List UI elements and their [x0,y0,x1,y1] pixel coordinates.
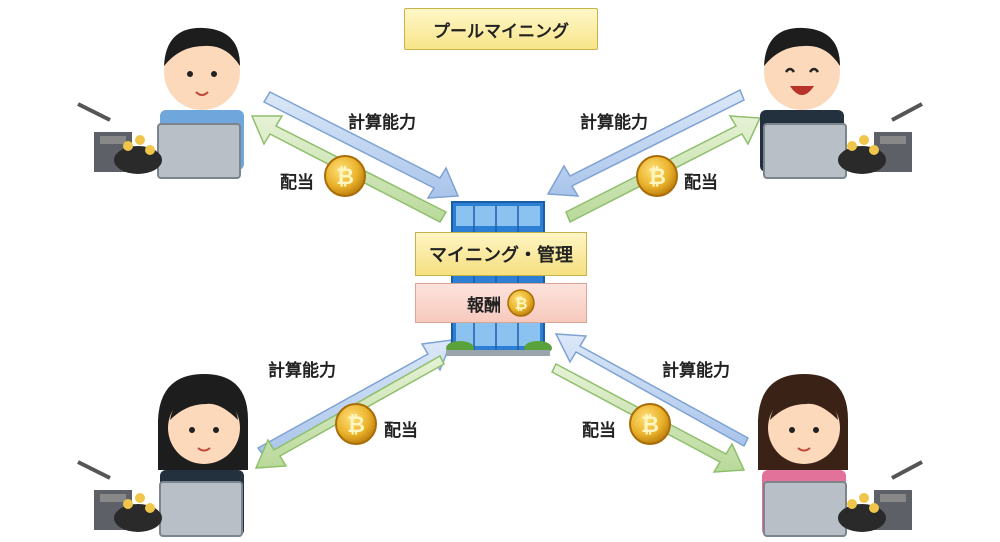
dividend-label-bottom-left: 配当 [384,421,418,441]
diagram-title: プールマイニング [404,8,598,50]
mining-management-box: マイニング・管理 [415,232,587,276]
coin-icon: ₿ [335,403,377,445]
miner-person-top-left-icon [77,27,244,179]
arrow-compute-bottom-right [554,333,749,448]
svg-text:₿: ₿ [347,413,365,438]
compute-label-top-left: 計算能力 [348,113,416,133]
dividend-label-bottom-right: 配当 [582,421,616,441]
coin-icon: ₿ [507,289,535,317]
dividend-label-top-left: 配当 [280,173,314,193]
reward-label: 報酬 [467,295,501,316]
miner-person-top-right-icon [760,27,923,179]
svg-text:₿: ₿ [336,165,354,190]
svg-text:₿: ₿ [641,413,659,438]
coin-icon: ₿ [324,155,366,197]
compute-label-top-right: 計算能力 [580,113,648,133]
arrow-compute-top-left [262,91,460,199]
miner-person-bottom-right-icon [758,374,923,537]
pool-building-icon [446,201,552,356]
arrow-compute-top-right [546,88,745,197]
coin-icon: ₿ [629,403,671,445]
coin-symbol: ₿ [514,294,527,313]
reward-box: 報酬 ₿ [415,283,587,323]
compute-label-bottom-right: 計算能力 [662,361,730,381]
dividend-label-top-right: 配当 [684,173,718,193]
miner-person-bottom-left-icon [77,374,248,537]
compute-label-bottom-left: 計算能力 [268,361,336,381]
coin-icon: ₿ [636,155,678,197]
svg-text:₿: ₿ [648,165,666,190]
